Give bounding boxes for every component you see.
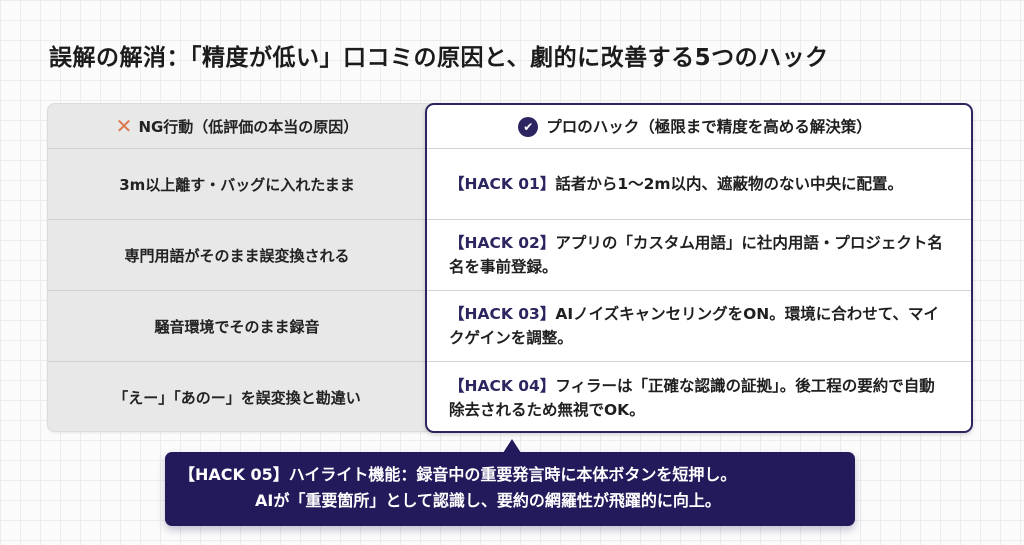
callout-line-1: 【HACK 05】ハイライト機能：録音中の重要発言時に本体ボタンを短押し。	[179, 465, 737, 484]
pro-hacks-card: ✔ プロのハック（極限まで精度を高める解決策） 【HACK 01】話者から1〜2…	[425, 103, 973, 433]
ng-row: 3m以上離す・バッグに入れたまま	[48, 149, 436, 220]
ng-actions-table: ✕ NG行動（低評価の本当の原因） 3m以上離す・バッグに入れたまま 専門用語が…	[47, 103, 437, 432]
hacks-header-label: プロのハック（極限まで精度を高める解決策）	[546, 117, 872, 136]
hack-text: AIノイズキャンセリングをON。環境に合わせて、マイクゲインを調整。	[449, 305, 940, 347]
hack-tag: 【HACK 03】	[449, 305, 556, 323]
hack-05-callout: 【HACK 05】ハイライト機能：録音中の重要発言時に本体ボタンを短押し。 AI…	[165, 452, 855, 526]
hack-row: 【HACK 01】話者から1〜2m以内、遮蔽物のない中央に配置。	[427, 149, 971, 220]
hack-text: フィラーは「正確な認識の証拠」。後工程の要約で自動除去されるため無視でOK。	[449, 376, 935, 419]
hack-row: 【HACK 02】アプリの「カスタム用語」に社内用語・プロジェクト名名を事前登録…	[427, 220, 971, 291]
ng-row-text: 騒音環境でそのまま録音	[154, 317, 320, 336]
hack-text: 話者から1〜2m以内、遮蔽物のない中央に配置。	[555, 175, 904, 193]
check-circle-icon: ✔	[518, 116, 539, 137]
page-title: 誤解の解消：「精度が低い」口コミの原因と、劇的に改善する5つのハック	[49, 45, 829, 71]
hack-row: 【HACK 03】AIノイズキャンセリングをON。環境に合わせて、マイクゲインを…	[427, 291, 971, 362]
hack-tag: 【HACK 01】	[449, 175, 556, 193]
hack-row: 【HACK 04】フィラーは「正確な認識の証拠」。後工程の要約で自動除去されるた…	[427, 362, 971, 431]
ng-header: ✕ NG行動（低評価の本当の原因）	[48, 104, 436, 149]
hacks-header: ✔ プロのハック（極限まで精度を高める解決策）	[427, 105, 971, 149]
callout-line-2: AIが「重要箇所」として認識し、要約の網羅性が飛躍的に向上。	[255, 491, 721, 510]
ng-row: 「えー」「あのー」を誤変換と勘違い	[48, 362, 436, 431]
ng-row: 騒音環境でそのまま録音	[48, 291, 436, 362]
ng-row-text: 3m以上離す・バッグに入れたまま	[119, 175, 355, 194]
ng-row: 専門用語がそのまま誤変換される	[48, 220, 436, 291]
ng-row-text: 専門用語がそのまま誤変換される	[124, 246, 350, 265]
hack-text: アプリの「カスタム用語」に社内用語・プロジェクト名名を事前登録。	[449, 234, 943, 276]
x-icon: ✕	[115, 114, 133, 138]
hack-tag: 【HACK 04】	[449, 376, 556, 395]
ng-row-text: 「えー」「あのー」を誤変換と勘違い	[113, 389, 361, 407]
callout-pointer	[503, 439, 521, 453]
ng-header-label: NG行動（低評価の本当の原因）	[138, 117, 359, 136]
hack-tag: 【HACK 02】	[449, 234, 556, 252]
